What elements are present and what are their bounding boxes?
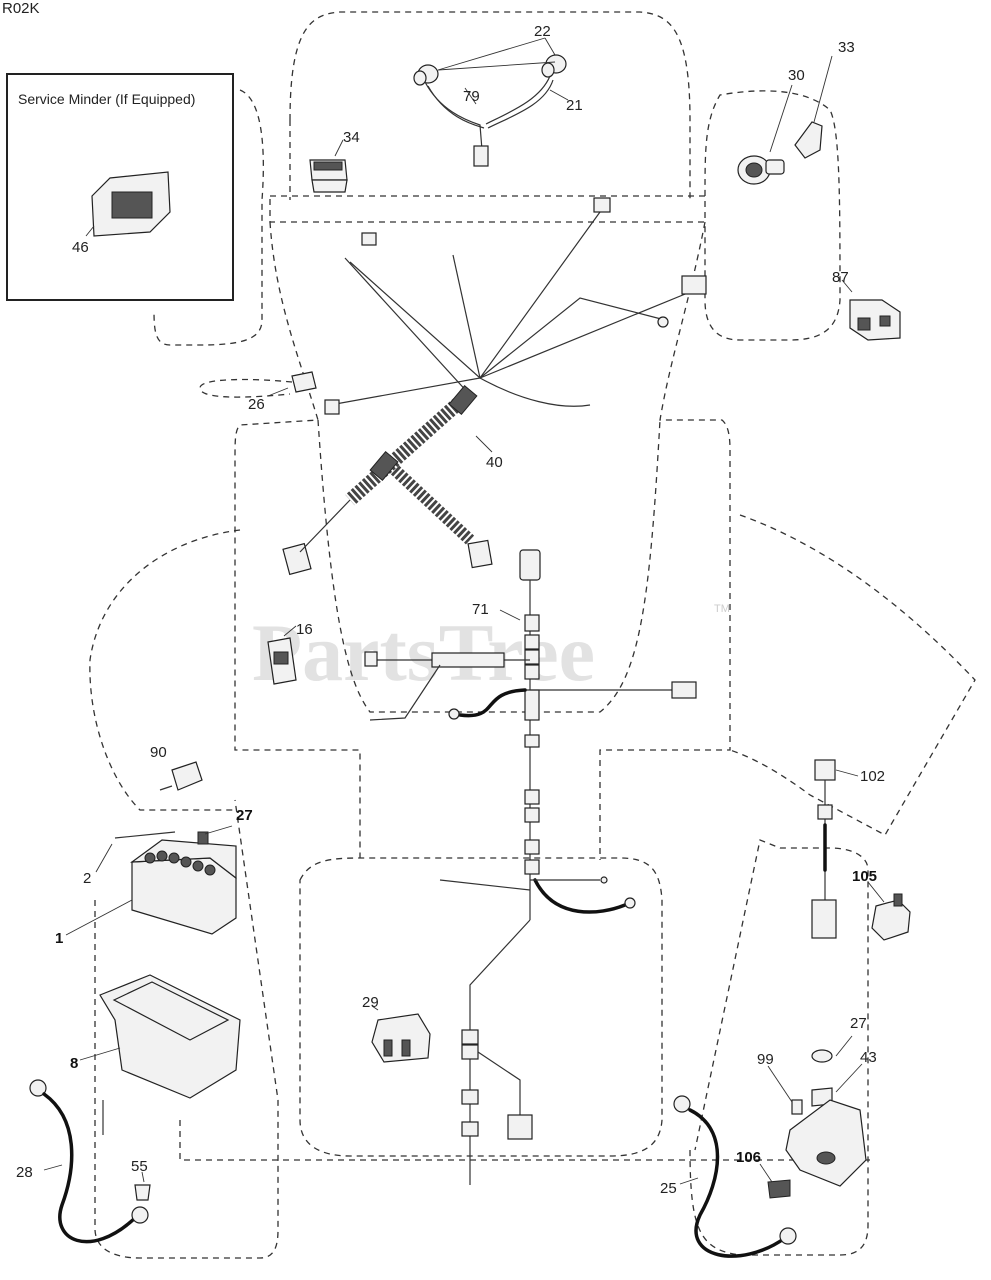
battery-assembly: [65, 825, 237, 936]
chassis-outline: [89, 11, 976, 1259]
callout-30: 30: [788, 67, 805, 84]
headlight-harness: [413, 37, 569, 167]
callout-labels: 46 22 21 79 34 30 33 87 26 40 16 71 90 2…: [16, 23, 885, 1197]
battery: [131, 857, 237, 935]
relay-switch: [841, 279, 901, 341]
positive-cable: [673, 1095, 797, 1258]
main-connector: [519, 549, 541, 581]
ignition-switch: [737, 55, 833, 185]
callout-27-battery: 27: [236, 807, 253, 824]
callout-27-lower: 27: [850, 1015, 867, 1032]
seat-switch: [371, 1005, 431, 1063]
callout-8: 8: [70, 1055, 78, 1072]
callout-33: 33: [838, 39, 855, 56]
callout-43: 43: [860, 1049, 877, 1066]
dash-wire-harness: [199, 197, 707, 576]
ground-cable: [29, 1079, 151, 1244]
battery-tray: [79, 974, 241, 1099]
callout-22: 22: [534, 23, 551, 40]
callout-105: 105: [852, 868, 877, 885]
pto-switch: [267, 625, 297, 685]
safety-module: [159, 761, 203, 791]
clip-106: [767, 1179, 791, 1199]
callout-40: 40: [486, 454, 503, 471]
diagram-code: R02K: [2, 0, 40, 17]
inset-title: Service Minder (If Equipped): [18, 91, 196, 107]
callout-79: 79: [463, 88, 480, 105]
callout-26: 26: [248, 396, 265, 413]
starter-harness: [811, 759, 911, 941]
callout-1: 1: [55, 930, 63, 947]
bolt-55: [134, 1184, 151, 1201]
callout-99: 99: [757, 1051, 774, 1068]
callout-2: 2: [83, 870, 91, 887]
callout-102: 102: [860, 768, 885, 785]
starter-solenoid: [871, 899, 911, 941]
callout-21: 21: [566, 97, 583, 114]
callout-16: 16: [296, 621, 313, 638]
harness-loom-40: [282, 384, 493, 576]
callout-87: 87: [832, 269, 849, 286]
callout-46: 46: [72, 239, 89, 256]
callout-90: 90: [150, 744, 167, 761]
lower-switch-assembly: [759, 1035, 867, 1199]
bolt-99: [791, 1099, 803, 1115]
harness-plug: [473, 145, 489, 167]
service-minder-inset: Service Minder (If Equipped): [6, 73, 234, 301]
rocker-switch: [309, 139, 348, 193]
callout-55: 55: [131, 1158, 148, 1175]
callout-25: 25: [660, 1180, 677, 1197]
callout-28: 28: [16, 1164, 33, 1181]
callout-29: 29: [362, 994, 379, 1011]
callout-34: 34: [343, 129, 360, 146]
service-minder-device: [85, 171, 171, 237]
watermark-trademark: TM: [714, 603, 730, 615]
callout-106: 106: [736, 1149, 761, 1166]
fuse-holder: [291, 371, 317, 393]
main-chassis-harness: [364, 549, 697, 1185]
callout-71: 71: [472, 601, 489, 618]
ignition-key: [794, 121, 823, 159]
